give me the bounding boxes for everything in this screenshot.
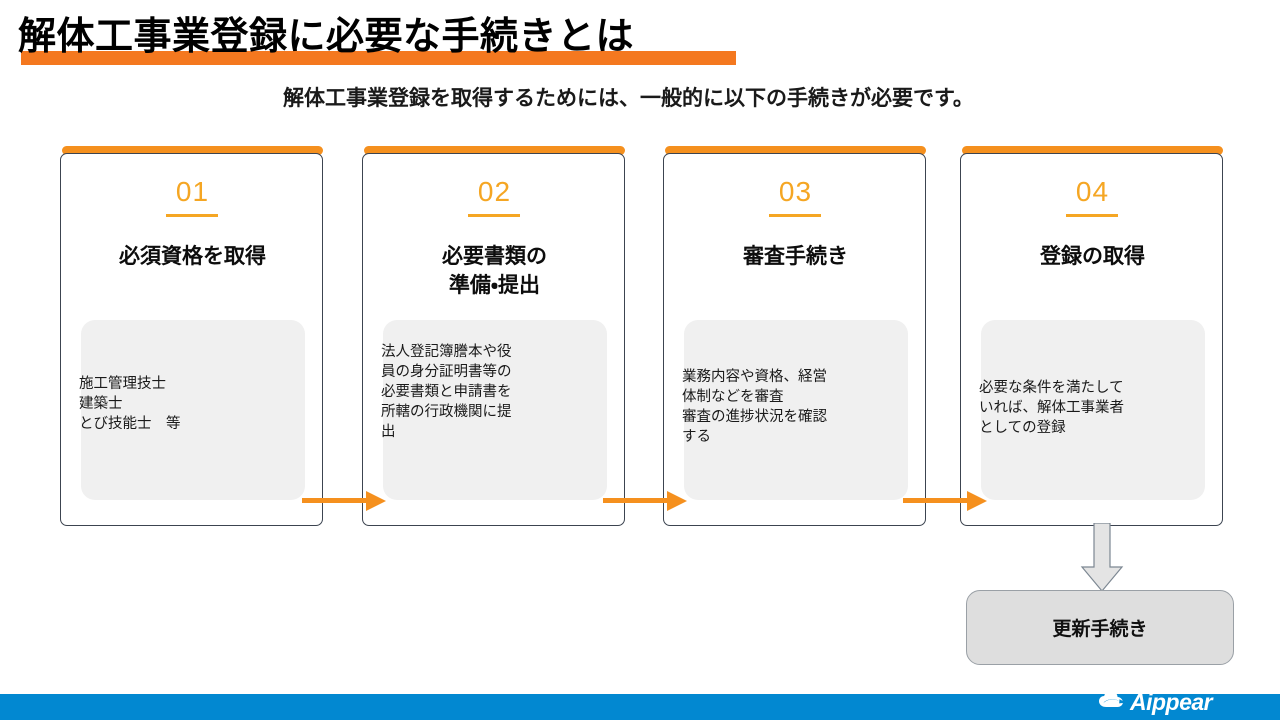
step-title: 必要書類の 準備・提出 [442, 245, 547, 297]
connector-arrow-2-3 [603, 491, 689, 511]
arrow-shaft [903, 498, 969, 503]
step-title: 登録の取得 [1040, 245, 1145, 268]
step-note-box [81, 320, 305, 500]
footer-bar [0, 694, 1280, 720]
step-note-box [981, 320, 1205, 500]
final-step-box: 更新手続き [966, 590, 1234, 665]
step-card-01: 01 必須資格を取得 施工管理技士 建築士 とび技能士 等 [60, 146, 325, 528]
step-card-04: 04 登録の取得 必要な条件を満たして いれば、解体工事業者 としての登録 [960, 146, 1225, 528]
page-title-text: 解体工事業登録に必要な手続きとは [18, 16, 635, 58]
connector-arrow-3-4 [903, 491, 989, 511]
step-note-text: 必要な条件を満たして いれば、解体工事業者 としての登録 [979, 380, 1124, 436]
step-note-box [684, 320, 908, 500]
arrow-head [667, 491, 687, 511]
arrow-shaft [302, 498, 368, 503]
step-note-text: 業務内容や資格、経営 体制などを審査 審査の進捗状況を確認 する [682, 369, 827, 445]
step-number-underline [769, 214, 821, 217]
step-number-underline [166, 214, 218, 217]
cloud-icon [1098, 689, 1128, 716]
step-number-underline [1066, 214, 1118, 217]
final-step-label: 更新手続き [1052, 619, 1148, 640]
card-accent-bar [62, 146, 323, 155]
arrow-head [366, 491, 386, 511]
step-note-text: 施工管理技士 建築士 とび技能士 等 [79, 376, 181, 432]
arrow-shaft [603, 498, 669, 503]
step-number: 02 [477, 176, 512, 207]
arrow-head [967, 491, 987, 511]
card-accent-bar [364, 146, 625, 155]
steps-container: 01 必須資格を取得 施工管理技士 建築士 とび技能士 等 02 必要書類の 準… [0, 146, 1280, 531]
step-title: 審査手続き [743, 245, 848, 268]
step-number-underline [468, 214, 520, 217]
step-note-text: 法人登記簿謄本や役 員の身分証明書等の 必要書類と申請書を 所轄の行政機関に提 … [381, 344, 512, 440]
page-title: 解体工事業登録に必要な手続きとは [18, 12, 918, 72]
step-note-box [383, 320, 607, 500]
title-underline [21, 51, 736, 65]
step-number: 01 [175, 176, 210, 207]
step-title: 必須資格を取得 [119, 245, 266, 268]
card-accent-bar [665, 146, 926, 155]
step-card-03: 03 審査手続き 業務内容や資格、経営 体制などを審査 審査の進捗状況を確認 す… [663, 146, 928, 528]
brand-logo: Aippear [1098, 687, 1270, 717]
step-number: 04 [1075, 176, 1110, 207]
down-arrow-icon [1080, 522, 1124, 593]
step-number: 03 [778, 176, 813, 207]
step-card-02: 02 必要書類の 準備・提出 法人登記簿謄本や役 員の身分証明書等の 必要書類と… [362, 146, 627, 528]
card-accent-bar [962, 146, 1223, 155]
connector-arrow-1-2 [302, 491, 388, 511]
page-subtitle: 解体工事業登録を取得するためには、一般的に以下の手続きが必要です。 [283, 87, 974, 110]
brand-name: Aippear [1130, 688, 1213, 715]
